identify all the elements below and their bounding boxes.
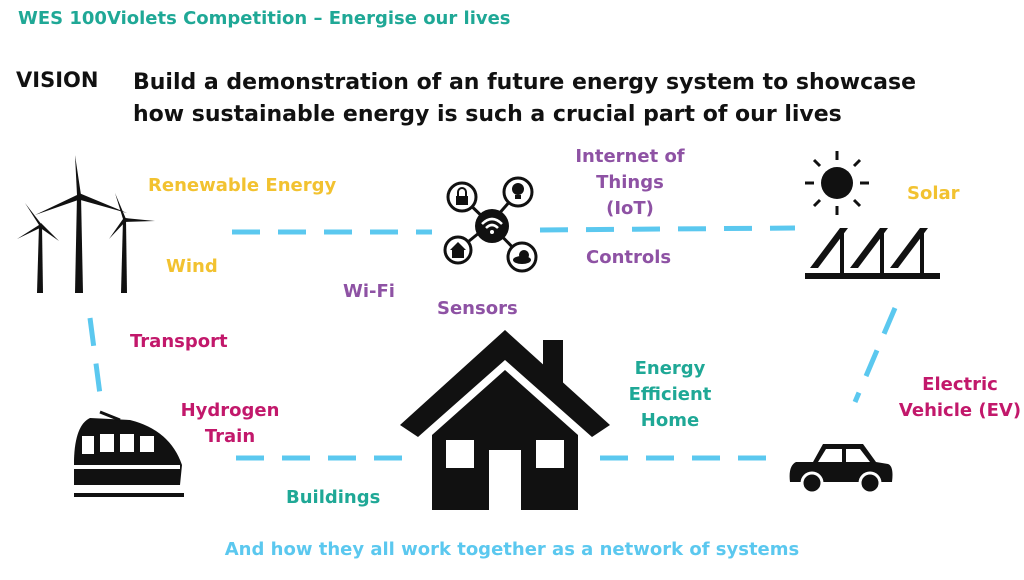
label-line: Home [640, 410, 700, 431]
dash-line [87, 317, 104, 403]
label-line: Electric [922, 374, 998, 395]
label-line: Energy [634, 358, 706, 379]
label-line: Efficient [628, 384, 712, 405]
label-transport: Transport [130, 331, 228, 352]
solar-panel-icon [805, 151, 940, 279]
label-wind: Wind [166, 256, 218, 277]
label-iot-line: (IoT) [606, 198, 654, 219]
label-iot: Internet of Things (IoT) [560, 144, 700, 222]
vision-label: VISION [16, 68, 99, 92]
label-wifi: Wi-Fi [343, 281, 395, 302]
vision-text: Build a demonstration of an future energ… [133, 67, 916, 131]
dash-line [539, 225, 796, 233]
label-controls: Controls [586, 247, 672, 268]
footer-text: And how they all work together as a netw… [224, 539, 800, 560]
house-icon [400, 330, 610, 510]
car-icon [789, 444, 893, 495]
train-icon [74, 410, 184, 497]
label-line: Vehicle (EV) [898, 400, 1022, 421]
label-iot-line: Things [596, 172, 664, 193]
vision-line-2: how sustainable energy is such a crucial… [133, 102, 842, 127]
iot-network-icon [443, 176, 538, 273]
label-iot-line: Internet of [575, 146, 685, 167]
label-sensors: Sensors [437, 298, 518, 319]
vision-line-1: Build a demonstration of an future energ… [133, 70, 916, 95]
dash-line [852, 307, 898, 403]
label-solar: Solar [907, 183, 960, 204]
sun-icon [805, 151, 869, 215]
label-line: Train [204, 426, 256, 447]
label-renewable-energy: Renewable Energy [148, 175, 337, 196]
wind-turbine-icon [17, 155, 155, 293]
label-buildings: Buildings [286, 487, 381, 508]
slide-title: WES 100Violets Competition – Energise ou… [18, 8, 511, 29]
label-line: Hydrogen [180, 400, 280, 421]
